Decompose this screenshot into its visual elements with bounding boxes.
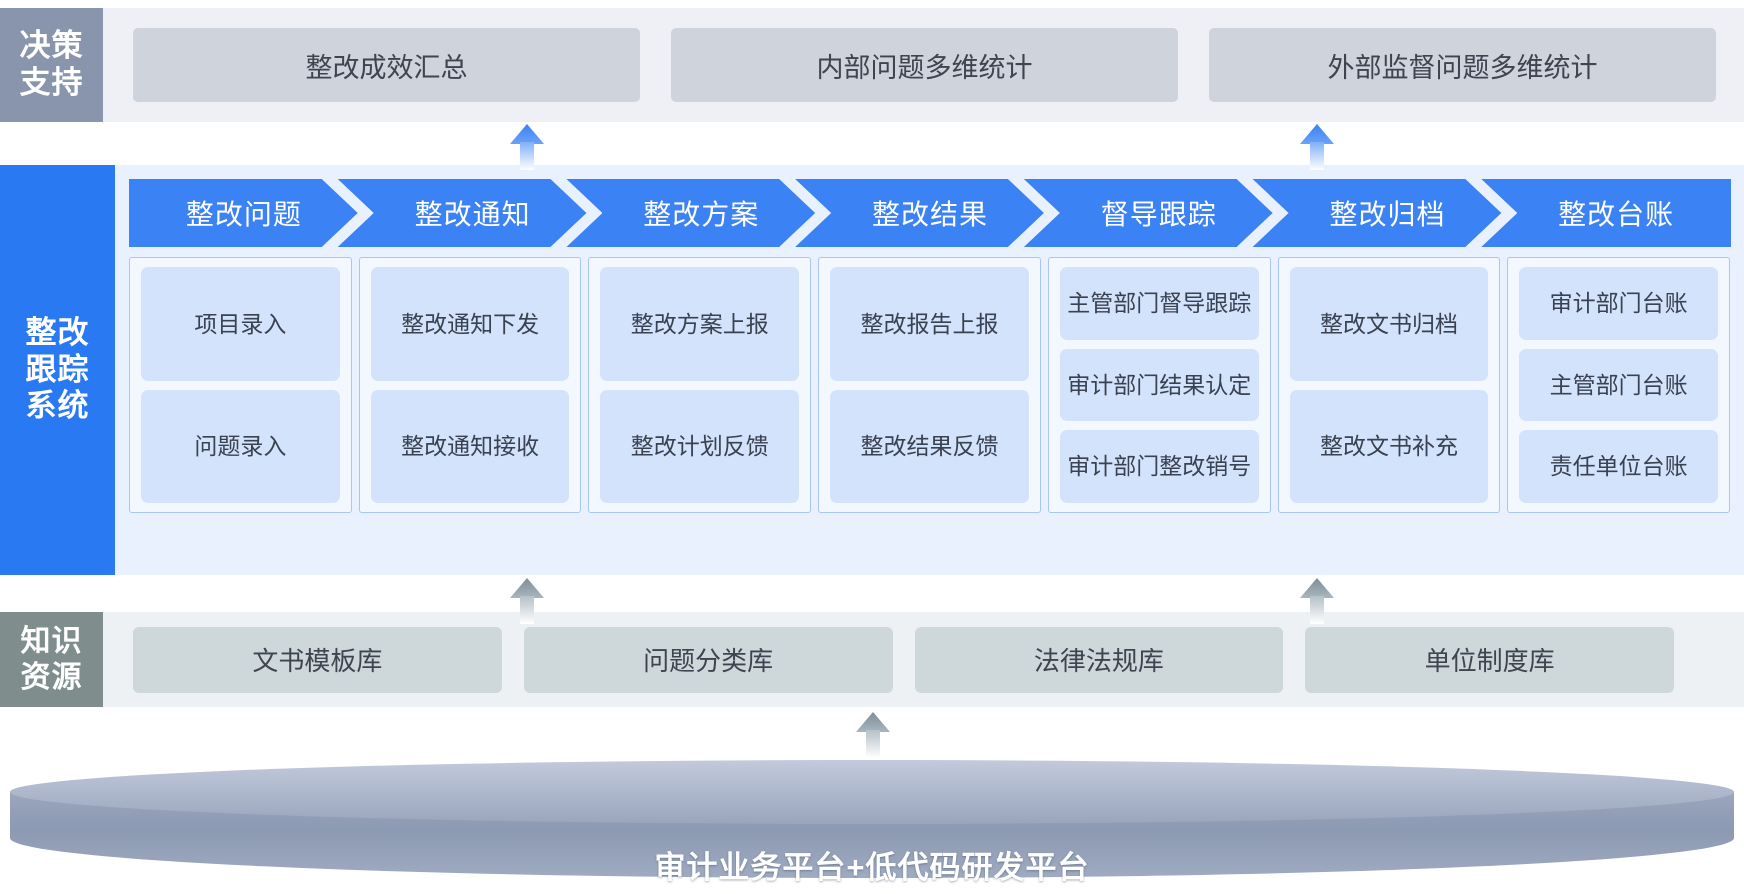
stage-column-remediation-notice: 整改通知下发 整改通知接收 bbox=[358, 257, 582, 513]
decision-support-label-line2: 支持 bbox=[19, 65, 84, 100]
knowledge-label-line2: 资源 bbox=[20, 660, 83, 694]
decision-card-external-stats[interactable]: 外部监督问题多维统计 bbox=[1209, 28, 1716, 102]
arrow-shaft bbox=[1310, 596, 1324, 624]
stage-chevron-remediation-notice[interactable]: 整改通知 bbox=[357, 179, 588, 247]
stage-column-remediation-plan: 整改方案上报 整改计划反馈 bbox=[588, 257, 812, 513]
system-flow: 整改问题 整改通知 整改方案 整改结果 督导跟踪 整改归档 整改台账 项目录入 … bbox=[115, 165, 1744, 575]
arrow-platform-to-knowledge bbox=[856, 712, 890, 758]
decision-card-remediation-summary[interactable]: 整改成效汇总 bbox=[133, 28, 640, 102]
cell-notice-received[interactable]: 整改通知接收 bbox=[370, 389, 570, 503]
knowledge-card-issue-taxonomy[interactable]: 问题分类库 bbox=[523, 626, 893, 693]
cell-plan-feedback[interactable]: 整改计划反馈 bbox=[600, 389, 800, 503]
remediation-tracking-system-band: 整改 跟踪 系统 整改问题 整改通知 整改方案 整改结果 督导跟踪 整改归档 整… bbox=[0, 165, 1744, 575]
cell-audit-result-confirm[interactable]: 审计部门结果认定 bbox=[1059, 348, 1259, 422]
stage-chevron-remediation-plan[interactable]: 整改方案 bbox=[586, 179, 817, 247]
decision-support-label-line1: 决策 bbox=[19, 28, 84, 64]
arrow-head-icon bbox=[1300, 124, 1334, 144]
knowledge-card-document-templates[interactable]: 文书模板库 bbox=[133, 626, 502, 693]
decision-support-cards: 整改成效汇总 内部问题多维统计 外部监督问题多维统计 bbox=[103, 8, 1744, 122]
arrow-knowledge-to-system-left bbox=[510, 578, 544, 624]
decision-card-internal-stats[interactable]: 内部问题多维统计 bbox=[671, 28, 1178, 102]
knowledge-label-line1: 知识 bbox=[20, 625, 83, 659]
cell-notice-issued[interactable]: 整改通知下发 bbox=[370, 267, 570, 381]
arrow-head-icon bbox=[510, 124, 544, 144]
stage-chevron-supervision-tracking[interactable]: 督导跟踪 bbox=[1043, 179, 1274, 247]
arrow-shaft bbox=[520, 142, 534, 170]
stage-column-row: 项目录入 问题录入 整改通知下发 整改通知接收 整改方案上报 整改计划反馈 整改… bbox=[129, 257, 1731, 513]
stage-column-remediation-result: 整改报告上报 整改结果反馈 bbox=[818, 257, 1041, 513]
platform-title: 审计业务平台+低代码研发平台 bbox=[654, 850, 1090, 885]
system-label-line1: 整改 bbox=[25, 315, 90, 351]
cell-doc-archive[interactable]: 整改文书归档 bbox=[1289, 267, 1489, 381]
stage-column-supervision-tracking: 主管部门督导跟踪 审计部门结果认定 审计部门整改销号 bbox=[1047, 257, 1271, 513]
arrow-head-icon bbox=[510, 578, 544, 598]
cell-project-entry[interactable]: 项目录入 bbox=[141, 267, 340, 381]
arrow-head-icon bbox=[856, 712, 890, 732]
knowledge-resources-band: 知识 资源 文书模板库 问题分类库 法律法规库 单位制度库 bbox=[0, 612, 1744, 707]
cell-result-feedback[interactable]: 整改结果反馈 bbox=[830, 389, 1029, 503]
arrow-knowledge-to-system-right bbox=[1300, 578, 1334, 624]
knowledge-card-unit-policies[interactable]: 单位制度库 bbox=[1305, 626, 1674, 693]
cylinder-top-ellipse bbox=[10, 760, 1734, 824]
arrow-system-to-decision-left bbox=[510, 124, 544, 170]
cell-issue-entry[interactable]: 问题录入 bbox=[141, 389, 340, 503]
decision-support-label: 决策 支持 bbox=[0, 8, 103, 122]
stage-chevron-remediation-archive[interactable]: 整改归档 bbox=[1272, 179, 1503, 247]
stage-column-remediation-issue: 项目录入 问题录入 bbox=[129, 257, 352, 513]
cell-supervising-dept-ledger[interactable]: 主管部门台账 bbox=[1519, 348, 1719, 422]
knowledge-resources-cards: 文书模板库 问题分类库 法律法规库 单位制度库 bbox=[103, 612, 1744, 707]
arrow-shaft bbox=[1310, 142, 1324, 170]
cell-plan-report[interactable]: 整改方案上报 bbox=[600, 267, 800, 381]
cell-doc-supplement[interactable]: 整改文书补充 bbox=[1289, 389, 1489, 503]
arrow-head-icon bbox=[1300, 578, 1334, 598]
arrow-system-to-decision-right bbox=[1300, 124, 1334, 170]
arrow-shaft bbox=[866, 730, 880, 758]
stage-chevron-remediation-result[interactable]: 整改结果 bbox=[815, 179, 1045, 247]
cell-responsible-unit-ledger[interactable]: 责任单位台账 bbox=[1519, 430, 1719, 504]
system-label-line3: 系统 bbox=[25, 388, 90, 424]
decision-support-band: 决策 支持 整改成效汇总 内部问题多维统计 外部监督问题多维统计 bbox=[0, 8, 1744, 122]
stage-chevron-row: 整改问题 整改通知 整改方案 整改结果 督导跟踪 整改归档 整改台账 bbox=[129, 179, 1732, 247]
cell-dept-supervision[interactable]: 主管部门督导跟踪 bbox=[1059, 267, 1259, 340]
knowledge-card-laws-regulations[interactable]: 法律法规库 bbox=[914, 626, 1284, 693]
platform-cylinder: 审计业务平台+低代码研发平台 bbox=[10, 760, 1734, 888]
stage-column-remediation-archive: 整改文书归档 整改文书补充 bbox=[1277, 257, 1501, 513]
cell-audit-closeout[interactable]: 审计部门整改销号 bbox=[1059, 430, 1259, 504]
stage-chevron-remediation-ledger[interactable]: 整改台账 bbox=[1501, 179, 1732, 247]
arrow-shaft bbox=[520, 596, 534, 624]
stage-column-remediation-ledger: 审计部门台账 主管部门台账 责任单位台账 bbox=[1507, 257, 1731, 513]
cell-result-report[interactable]: 整改报告上报 bbox=[830, 267, 1029, 381]
system-label-line2: 跟踪 bbox=[25, 351, 90, 387]
system-label: 整改 跟踪 系统 bbox=[0, 165, 115, 575]
cell-audit-dept-ledger[interactable]: 审计部门台账 bbox=[1519, 267, 1719, 340]
stage-chevron-remediation-issue[interactable]: 整改问题 bbox=[129, 179, 359, 247]
knowledge-resources-label: 知识 资源 bbox=[0, 612, 103, 707]
